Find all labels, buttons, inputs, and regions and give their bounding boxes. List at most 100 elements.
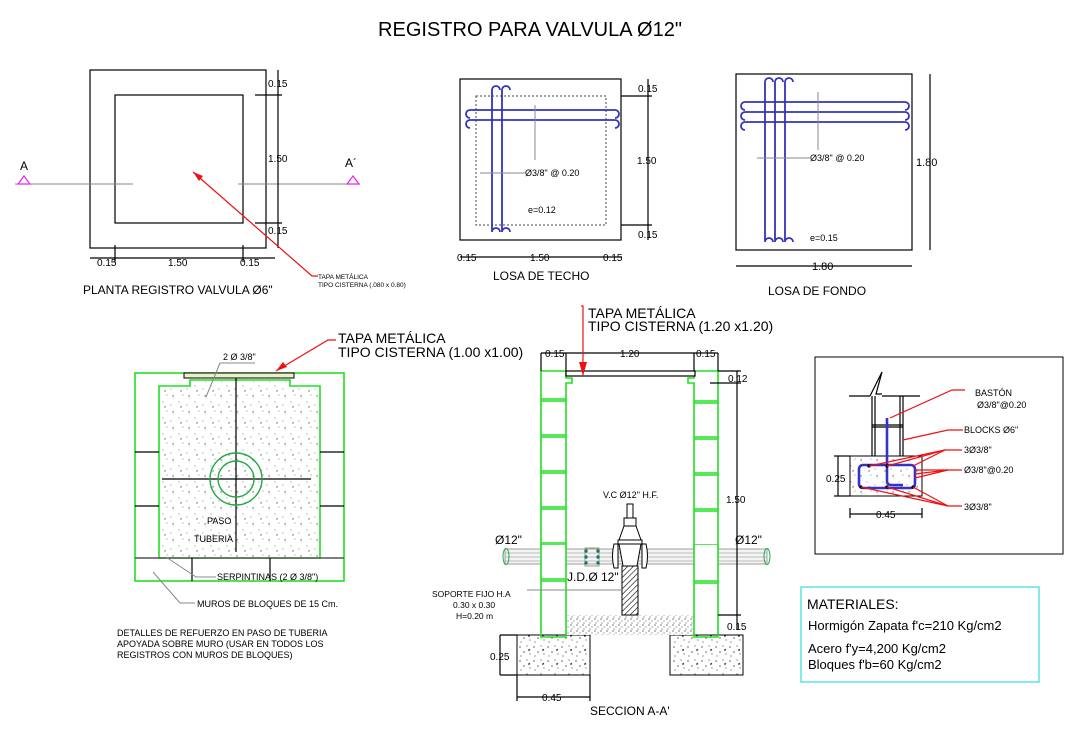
plan-view: A A´ 0.15 1.50 0.15 0.15 1.50 0.15 TAPA … [15,69,406,297]
materials-item: Hormigón Zapata f'c=210 Kg/cm2 [808,618,1002,633]
section-marker-a-prime-icon [345,175,361,185]
section-dim-left: 0.15 [545,349,565,360]
plan-dim-left: 0.15 [97,258,117,269]
plan-outer-wall [89,69,267,249]
section-label-a: A [20,159,28,173]
detail-paso-label: PASO [207,516,231,526]
serpentinas-leader [165,556,216,578]
section-wall-right [687,370,719,638]
rebar-horizontal-2 [465,119,620,129]
fondo-thickness: e=0.15 [810,233,838,243]
blocks-label: BLOCKS Ø6" [964,425,1018,435]
plan-dim-center: 1.50 [168,258,188,269]
pipe-left-label: Ø12" [495,533,522,547]
materials-heading: MATERIALES: [807,596,899,612]
techo-dim-bottom: 0.15 [638,230,658,241]
techo-dim-top: 0.15 [638,84,658,95]
pipe-detail: 2 Ø 3/8" PASO TUBERIA SERPINTINAS (2 Ø 3… [117,330,523,660]
detail-tapa-line-2: TIPO CISTERNA (1.00 x1.00) [338,344,523,360]
techo-caption: LOSA DE TECHO [493,269,589,283]
plan-tapa-note-1: TAPA METÁLICA [318,272,369,281]
section-dim-footing-h: 0.25 [490,652,510,663]
pipe-outer-circle [209,452,263,506]
support-label-1: SOPORTE FIJO H.A [432,589,511,599]
detail-note-2: APOYADA SOBRE MURO (USAR EN TODOS LOS [117,639,324,649]
plan-tapa-leader [192,171,318,277]
rebar-horizontal-1 [465,109,620,119]
leader-arrow-icon [193,172,203,181]
detail-tapa-leader [275,339,336,372]
techo-dim-center: 1.50 [530,253,550,264]
section-dim-footing-w: 0.45 [542,693,562,704]
dresser-joint-icon [584,547,600,567]
fondo-outline [735,73,913,251]
section-tapa-leader [581,305,584,375]
detail-serpentinas-label: SERPINTINAS (2 Ø 3/8") [217,572,318,582]
gravel-bed [567,615,693,635]
joint-label: J.D.Ø 12" [567,570,619,584]
gate-valve-icon [612,503,648,569]
section-wall-left [540,370,573,638]
materials-item: Bloques f'b=60 Kg/cm2 [808,657,942,672]
section-dim-right: 0.15 [696,349,716,360]
detail-concrete-fill [158,379,321,559]
footing-detail-dim-w: 0.45 [876,510,896,521]
footing-detail: BASTÓN Ø3/8"@0.20 BLOCKS Ø6" 3Ø3/8" Ø3/8… [814,356,1064,555]
plan-inner-opening [114,94,244,224]
pipe-right-label: Ø12" [735,533,762,547]
rebar-vertical-2 [501,85,511,233]
drawing-title: REGISTRO PARA VALVULA Ø12" [378,19,682,41]
section-dim-base: 0.15 [727,622,747,633]
detail-rebar-top: 2 Ø 3/8" [223,352,256,362]
footing-detail-frame [814,356,1064,555]
plan-dim-top: 0.15 [268,79,288,90]
detail-note-1: DETALLES DE REFUERZO EN PASO DE TUBERIA [117,628,328,638]
section-caption: SECCION A-A' [590,704,670,718]
detail-tuberia-label: TUBERIA [194,534,233,544]
section-tapa [565,370,696,377]
valve-support [621,565,639,616]
leader-arrow-icon [276,362,287,371]
muros-leader [152,571,195,604]
materials-item: Acero f'y=4,200 Kg/cm2 [808,641,946,656]
techo-outline [459,78,622,241]
footing-detail-dim-h: 0.25 [826,474,846,485]
bottom-bars-label: 3Ø3/8" [964,502,992,512]
plan-dim-right: 0.15 [240,258,260,269]
baston-label-2: Ø3/8"@0.20 [977,400,1026,410]
section-dim-height: 1.50 [726,495,746,506]
support-label-2: 0.30 x 0.30 [453,600,495,610]
top-bars-label: 3Ø3/8" [964,445,992,455]
techo-thickness: e=0.12 [528,205,556,215]
section-aa: V.C Ø12" H.F. J.D.Ø 12" Ø12" Ø12" SOPORT… [432,305,773,718]
stirrups-label: Ø3/8"@0.20 [964,465,1013,475]
fondo-dim-height: 1.80 [916,157,937,169]
techo-dim-right: 0.15 [603,253,623,264]
fondo-dim-width: 1.80 [812,261,833,273]
footing-detail-leaders [860,389,965,507]
techo-inner-dotted [475,95,607,226]
section-tapa-line-1: TAPA METÁLICA [588,305,696,321]
techo-rebar-group [465,85,620,233]
plan-caption: PLANTA REGISTRO VALVULA Ø6" [83,283,273,297]
footing-left [516,634,591,676]
section-tapa-line-2: TIPO CISTERNA (1.20 x1.20) [588,318,773,334]
plan-tapa-note-2: TIPO CISTERNA (.080 x 0.80) [318,282,406,289]
valve-label: V.C Ø12" H.F. [603,490,658,500]
techo-rebar-label: Ø3/8" @ 0.20 [525,168,579,178]
materials-frame [800,586,1040,683]
fondo-caption: LOSA DE FONDO [768,284,866,298]
materials-box: MATERIALES: Hormigón Zapata f'c=210 Kg/c… [800,586,1040,683]
detail-block-wall [849,371,920,456]
losa-fondo: Ø3/8" @ 0.20 e=0.15 1.80 1.80 LOSA DE FO… [735,73,937,298]
detail-muros-label: MUROS DE BLOQUES DE 15 Cm. [197,599,338,609]
fondo-rebar-group [740,77,910,243]
footing-right [669,634,744,676]
support-label-3: H=0.20 m [456,611,493,621]
rebar-vertical-1 [491,85,501,233]
losa-techo: Ø3/8" @ 0.20 e=0.12 0.15 1.50 0.15 0.15 … [457,78,658,283]
baston-label-1: BASTÓN [975,388,1012,398]
plan-dim-mid: 1.50 [268,154,288,165]
section-marker-a-icon [16,175,32,185]
